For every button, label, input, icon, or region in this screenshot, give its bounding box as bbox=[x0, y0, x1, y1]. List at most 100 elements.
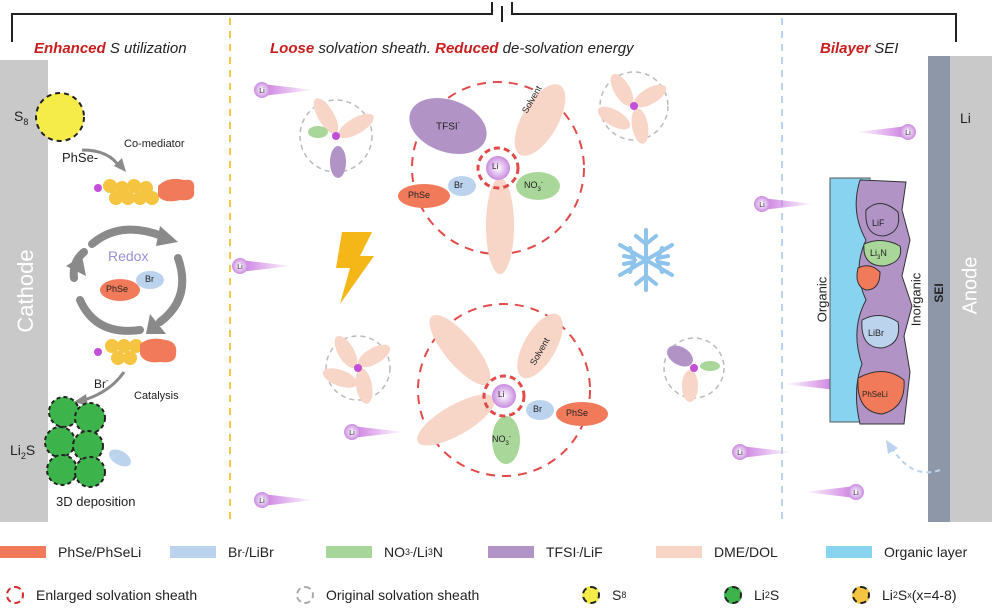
legend-organic: Organic layer bbox=[826, 544, 967, 560]
li-ion-tail bbox=[804, 486, 856, 498]
li-ion-tail bbox=[352, 426, 404, 438]
li-ion-label: Li bbox=[259, 88, 265, 95]
legend-br: Br-/LiBr bbox=[170, 544, 274, 560]
header-electrolyte-strong-2: Reduced bbox=[435, 40, 499, 57]
li3n-grain bbox=[863, 240, 902, 267]
top-bracket bbox=[11, 2, 957, 42]
header-anode-strong: Bilayer bbox=[820, 40, 871, 57]
legend-no3-post: /Li bbox=[413, 544, 428, 560]
lower-no3-sup: - bbox=[508, 434, 511, 440]
header-electrolyte: Loose solvation sheath. Reduced de-solva… bbox=[270, 40, 634, 57]
legend-original-ring bbox=[296, 586, 314, 604]
legend-phse: PhSe/PhSeLi bbox=[0, 544, 141, 560]
li-ion: Li bbox=[344, 424, 404, 440]
legend-no3-sub: 3 bbox=[405, 547, 411, 557]
legend-li2s-sub: 2 bbox=[764, 590, 770, 600]
li-ion-sphere bbox=[848, 484, 864, 500]
legend-tfsi: TFSI-/LiF bbox=[488, 544, 603, 560]
sei-label: SEI bbox=[932, 283, 946, 303]
diagram-graphic: LiLiLiLiLiLiLiLiLi bbox=[0, 2, 992, 525]
legend-li2sx-post2: (x=4-8) bbox=[911, 587, 957, 603]
header-cathode: Enhanced S utilization bbox=[34, 40, 187, 57]
li-ion: Li bbox=[754, 196, 814, 212]
br-ion-label-sup: - bbox=[106, 376, 109, 385]
li-ion-tail bbox=[784, 378, 836, 390]
li-ion-label: Li bbox=[259, 498, 265, 505]
small-sheath-3 bbox=[322, 335, 391, 404]
li-ion-label: Li bbox=[737, 450, 743, 457]
legend-tfsi-text: TFSI bbox=[546, 544, 577, 560]
legend-original: Original solvation sheath bbox=[296, 586, 479, 604]
libr-label: LiBr bbox=[868, 328, 885, 338]
legend-no3-sub2: 3 bbox=[427, 547, 433, 557]
header-anode-rest: SEI bbox=[870, 40, 899, 57]
legend-enlarged-text: Enlarged solvation sheath bbox=[36, 587, 198, 603]
li-ion-tail bbox=[240, 260, 292, 272]
li-ion-sphere bbox=[754, 196, 770, 212]
upper-tfsi-sup: - bbox=[457, 120, 461, 127]
lower-br-label: Br bbox=[533, 404, 542, 414]
small-sheath-1 bbox=[299, 98, 374, 178]
upper-tfsi-main: TFSI bbox=[436, 121, 458, 133]
legend-br-sup: - bbox=[242, 547, 245, 557]
upper-solvation-sheath bbox=[398, 81, 585, 274]
cathode-block bbox=[0, 60, 48, 522]
comediator-label: Co-mediator bbox=[124, 138, 185, 150]
li-ion-label: Li bbox=[853, 490, 859, 497]
deposition-label: 3D deposition bbox=[56, 494, 136, 509]
legend-dme-swatch bbox=[656, 546, 702, 558]
comediator-arrowhead bbox=[114, 158, 126, 172]
legend-s8-sub: 8 bbox=[621, 590, 627, 600]
redox-arrowhead-3 bbox=[66, 256, 86, 276]
legend-organic-swatch bbox=[826, 546, 872, 558]
lif-grain bbox=[865, 203, 900, 237]
br-ion-label: Br- bbox=[94, 376, 109, 391]
inorganic-layer bbox=[855, 179, 913, 425]
li3n-main: Li bbox=[870, 248, 878, 258]
header-electrolyte-rest-2: de-solvation energy bbox=[498, 40, 634, 57]
legend-no3-sup: - bbox=[410, 547, 414, 557]
upper-no3-sup: - bbox=[540, 180, 543, 186]
legend-li2s-ring bbox=[724, 586, 742, 604]
legend-li2sx-text: Li bbox=[882, 587, 893, 603]
li-ion: Li bbox=[804, 484, 864, 500]
legend-tfsi-swatch bbox=[488, 546, 534, 558]
sei-arrow bbox=[891, 447, 941, 474]
redox-arrowhead-2 bbox=[146, 314, 166, 334]
li3n-label: Li3N bbox=[870, 248, 887, 261]
s8-label: S8 bbox=[14, 108, 28, 127]
upper-li-label: Li bbox=[492, 162, 499, 171]
li-ion-label: Li bbox=[759, 202, 765, 209]
li-ion-tail bbox=[262, 494, 314, 506]
li-ion: Li bbox=[254, 82, 314, 98]
legend-organic-text: Organic layer bbox=[884, 544, 968, 560]
redox-br-label: Br bbox=[145, 274, 154, 284]
lif-label: LiF bbox=[872, 218, 885, 228]
libr-grain bbox=[861, 315, 900, 349]
phseli-label: PhSeLi bbox=[862, 390, 888, 399]
legend-li2sx-ring bbox=[852, 586, 870, 604]
li-ion-label: Li bbox=[349, 430, 355, 437]
lower-li-label: Li bbox=[498, 390, 505, 399]
br-ion-label-main: Br bbox=[94, 377, 106, 391]
upper-br-label: Br bbox=[454, 180, 463, 190]
legend-no3-text: NO bbox=[384, 544, 405, 560]
li-ion-sphere bbox=[900, 124, 916, 140]
upper-phse-label: PhSe bbox=[408, 190, 431, 200]
legend-enlarged: Enlarged solvation sheath bbox=[6, 586, 197, 604]
legend-phse-swatch bbox=[0, 546, 46, 558]
legend-s8-ring bbox=[582, 586, 600, 604]
phseli-grain bbox=[857, 371, 905, 415]
header-anode: Bilayer SEI bbox=[820, 40, 898, 57]
legend-li2sx-sub: 2 bbox=[892, 590, 898, 600]
legend-br-post: /LiBr bbox=[245, 544, 274, 560]
redox-phse-blob bbox=[100, 279, 140, 301]
li-ion-tail bbox=[262, 84, 314, 96]
li-ion-tail bbox=[856, 126, 908, 138]
sulfur-chain-bottom bbox=[94, 338, 177, 365]
li-ion-tail bbox=[740, 446, 792, 458]
